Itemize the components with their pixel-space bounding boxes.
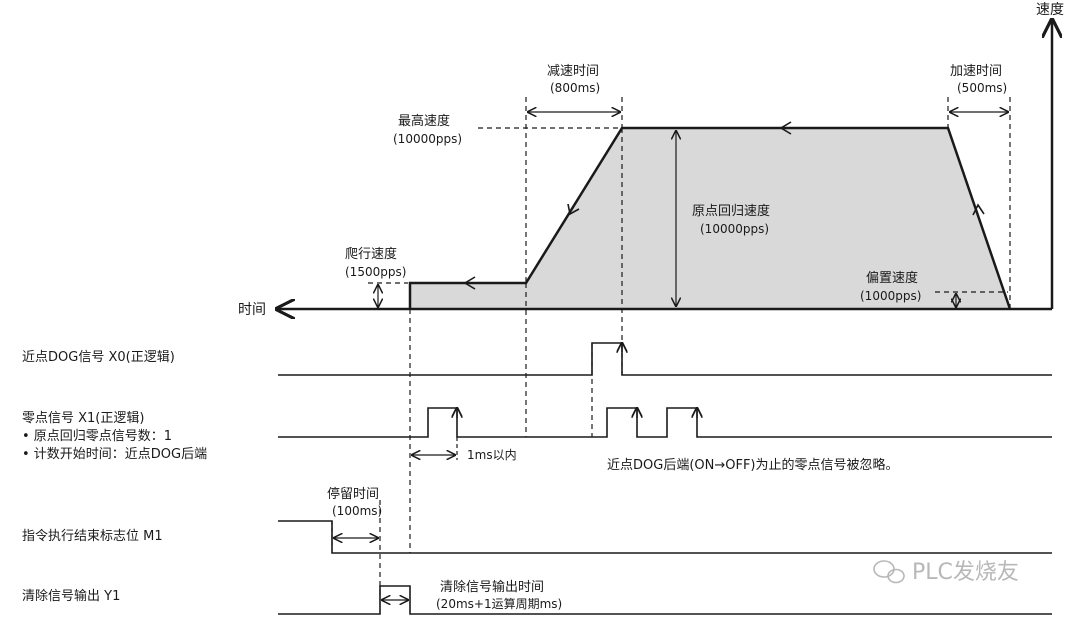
- clear-time-value: (20ms+1运算周期ms): [436, 596, 562, 611]
- near-dog-signal-label: 近点DOG信号 X0(正逻辑): [22, 350, 175, 365]
- direction-arrow-decel: [567, 203, 580, 216]
- clear-time-label: 清除信号输出时间: [440, 579, 544, 595]
- speed-profile-area: [410, 128, 1010, 309]
- max-speed-value: (10000pps): [393, 132, 462, 146]
- speed-profile-line: [408, 126, 1012, 310]
- creep-speed-label: 爬行速度: [345, 246, 397, 262]
- clear-signal-label: 清除信号输出 Y1: [22, 588, 120, 604]
- dwell-time-value: (100ms): [332, 504, 382, 518]
- zero-signal-note-1: • 原点回归零点信号数：1: [22, 429, 172, 444]
- complete-flag-waveform: [278, 520, 1052, 554]
- accel-time-label: 加速时间: [950, 64, 1002, 79]
- accel-time-value: (500ms): [957, 81, 1007, 95]
- decel-time-value: (800ms): [550, 81, 600, 95]
- complete-flag-label: 指令执行结束标志位 M1: [22, 529, 163, 544]
- home-speed-label: 原点回归速度: [692, 203, 770, 219]
- zero-signal-label: 零点信号 X1(正逻辑): [22, 411, 144, 426]
- watermark-text: PLC发烧友: [912, 560, 1019, 585]
- max-speed-label: 最高速度: [398, 113, 450, 129]
- creep-speed-value: (1500pps): [345, 265, 406, 279]
- bias-speed-value: (1000pps): [860, 289, 921, 303]
- direction-arrow-accel: [972, 203, 985, 216]
- zero-signal-waveform: [278, 407, 1052, 438]
- dwell-time-label: 停留时间: [327, 486, 379, 502]
- direction-arrow-creep: [463, 276, 476, 290]
- zero-signal-note-2: • 计数开始时间：近点DOG后端: [22, 447, 207, 462]
- wechat-icon: [873, 560, 905, 584]
- bias-speed-label: 偏置速度: [866, 270, 918, 286]
- time-axis-label: 时间: [238, 302, 266, 318]
- ignored-note: 近点DOG后端(ON→OFF)为止的零点信号被忽略。: [607, 457, 899, 473]
- near-dog-waveform: [278, 342, 1052, 376]
- direction-arrow-top: [779, 121, 792, 135]
- clear-signal-waveform: [278, 585, 1052, 615]
- home-speed-value: (10000pps): [700, 222, 769, 236]
- decel-time-label: 减速时间: [547, 64, 599, 79]
- speed-axis-label: 速度: [1036, 2, 1064, 18]
- within-1ms-label: 1ms以内: [467, 448, 517, 462]
